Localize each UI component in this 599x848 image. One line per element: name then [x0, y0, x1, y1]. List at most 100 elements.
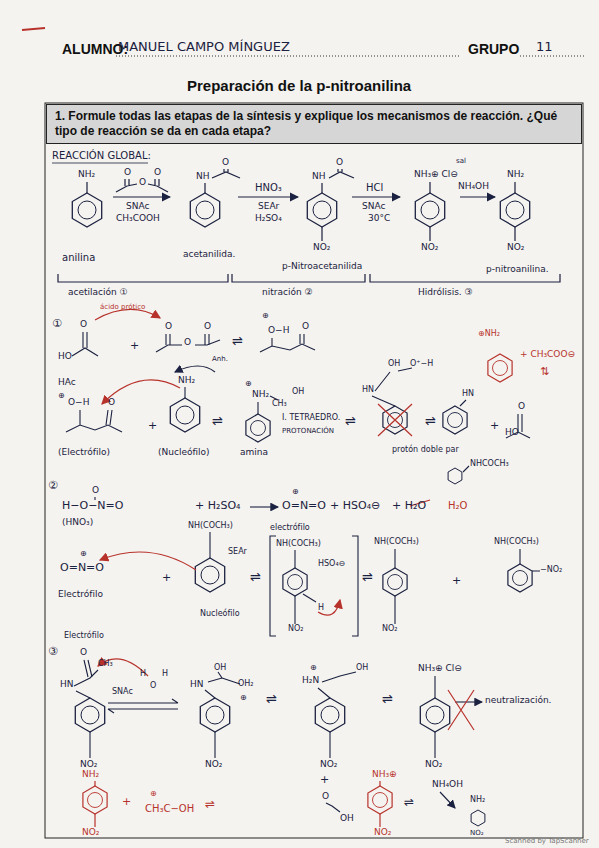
handwritten-label: SNAc: [362, 202, 385, 212]
handwritten-label: NH(COCH₃): [494, 538, 539, 547]
handwritten-label: ⇌: [382, 692, 393, 706]
handwritten-label: +: [122, 796, 131, 808]
question-text: 1. Formule todas las etapas de la síntes…: [55, 109, 573, 139]
handwritten-label: O: [336, 158, 343, 168]
handwritten-label: neutralización.: [485, 696, 551, 706]
handwritten-label: acetilación ①: [68, 288, 128, 298]
handwritten-label: H₂SO₄: [255, 214, 282, 224]
handwritten-label: HO: [58, 352, 72, 362]
handwritten-label: O: [150, 682, 156, 691]
handwritten-label: NO₂: [421, 243, 438, 253]
handwritten-label: ⇌: [232, 334, 243, 348]
handwritten-label: ⊕NH₂: [478, 330, 500, 339]
handwritten-label: electrófilo: [270, 524, 310, 533]
handwritten-label: O: [92, 486, 99, 496]
handwritten-label: CH₃: [98, 660, 113, 669]
handwritten-label: ⇌: [266, 692, 277, 706]
handwritten-label: NH₂: [507, 170, 524, 180]
handwritten-label: OH: [214, 664, 226, 673]
handwritten-label: ③: [48, 646, 58, 658]
handwritten-label: NH: [312, 172, 326, 182]
handwritten-label: NH₄OH: [458, 182, 489, 192]
handwritten-label: HN: [462, 390, 474, 399]
handwritten-label: Electrófilo: [64, 632, 104, 641]
handwritten-label: NH₂: [470, 796, 485, 805]
handwritten-label: ⊕: [80, 550, 87, 559]
handwritten-label: ⇌: [404, 796, 414, 809]
handwritten-label: O=N=O: [282, 500, 326, 512]
handwritten-label: O−H: [68, 398, 89, 408]
handwritten-label: sal: [456, 158, 466, 166]
handwritten-label: O: [222, 158, 229, 168]
handwritten-label: +: [148, 420, 157, 432]
handwritten-label: ⇅: [540, 366, 549, 378]
handwritten-label: NO₂: [470, 830, 484, 838]
handwritten-label: NO₂: [82, 828, 99, 838]
handwritten-label: CH₃C−OH: [145, 803, 194, 814]
handwritten-label: O: [184, 338, 191, 348]
handwritten-label: NH₃⊕ Cl⊖: [414, 170, 458, 180]
handwritten-label: NHCOCH₃: [470, 460, 509, 469]
handwritten-label: HSO₄⊖: [318, 560, 345, 569]
handwritten-label: Nucleófilo: [200, 610, 240, 619]
handwritten-label: OH: [356, 664, 368, 673]
handwritten-label: O: [124, 168, 131, 178]
handwritten-label: ⇌: [250, 570, 261, 584]
handwritten-label: ⊕: [240, 694, 247, 703]
handwritten-label: NO₂: [288, 625, 304, 634]
handwritten-label: p-nitroanilina.: [486, 265, 549, 275]
handwritten-label: NH₂: [78, 170, 95, 180]
handwritten-label: +: [452, 575, 461, 587]
handwritten-label: OH: [292, 388, 304, 397]
handwritten-label: ②: [48, 480, 58, 492]
handwritten-label: I. TETRAEDRO.: [282, 414, 340, 423]
handwritten-label: ⊕: [150, 790, 157, 799]
handwritten-label: NH(COCH₃): [276, 540, 321, 549]
question-band: 1. Formule todas las etapas de la síntes…: [46, 104, 582, 144]
handwritten-label: ⊕: [292, 488, 299, 497]
handwritten-label: +: [130, 340, 139, 352]
handwritten-label: SEAr: [258, 202, 279, 212]
handwritten-label: Scanned by TapScanner: [505, 838, 589, 846]
handwritten-label: NH₂: [178, 376, 195, 386]
handwritten-label: O: [154, 168, 161, 178]
handwritten-label: NH(COCH₃): [188, 522, 233, 531]
handwritten-label: (HNO₃): [62, 518, 93, 528]
handwritten-label: O: [80, 648, 87, 658]
handwritten-label: H: [318, 604, 324, 613]
handwritten-label: GRUPO: [468, 42, 519, 57]
handwritten-label: ⊕: [58, 392, 65, 401]
handwritten-label: (Electrófilo): [58, 448, 110, 458]
handwritten-label: PROTONACIÓN: [282, 428, 334, 436]
handwritten-label: ⇌: [212, 414, 223, 428]
handwritten-label: O: [302, 322, 309, 332]
handwritten-label: acetanilida.: [183, 250, 235, 260]
handwritten-label: OH: [388, 360, 400, 369]
handwritten-label: NO₂: [80, 760, 97, 770]
handwritten-label: H−O−N=O: [62, 500, 123, 512]
handwritten-label: CH₃: [272, 400, 287, 409]
handwritten-label: ①: [52, 318, 62, 330]
handwritten-label: SNAc: [126, 202, 149, 212]
handwritten-label: 30°C: [368, 214, 390, 224]
handwritten-label: NH₄OH: [432, 780, 463, 790]
handwritten-label: Anh.: [212, 356, 228, 364]
handwritten-label: ⊕: [262, 312, 269, 321]
worksheet-title: Preparación de la p-nitroanilina: [187, 78, 411, 95]
handwritten-label: +: [162, 572, 171, 584]
handwritten-label: HCl: [366, 182, 383, 193]
handwritten-label: NH₃⊕: [372, 770, 397, 780]
handwritten-label: ácido prótico: [100, 304, 145, 312]
handwritten-label: anilina: [62, 252, 95, 263]
handwritten-label: amina: [240, 448, 268, 458]
handwritten-label: HN: [362, 386, 374, 395]
handwritten-label: + H₂SO₄: [195, 500, 240, 512]
handwritten-label: REACCIÓN GLOBAL:: [52, 150, 151, 161]
handwritten-label: NO₂: [374, 828, 391, 838]
handwritten-label: O: [108, 398, 115, 408]
handwritten-label: HN: [60, 680, 74, 690]
handwritten-label: O: [165, 322, 172, 332]
handwritten-label: ⊕: [310, 664, 317, 673]
handwritten-label: O−H: [268, 326, 289, 336]
handwritten-label: MANUEL CAMPO MÍNGUEZ: [118, 40, 290, 54]
